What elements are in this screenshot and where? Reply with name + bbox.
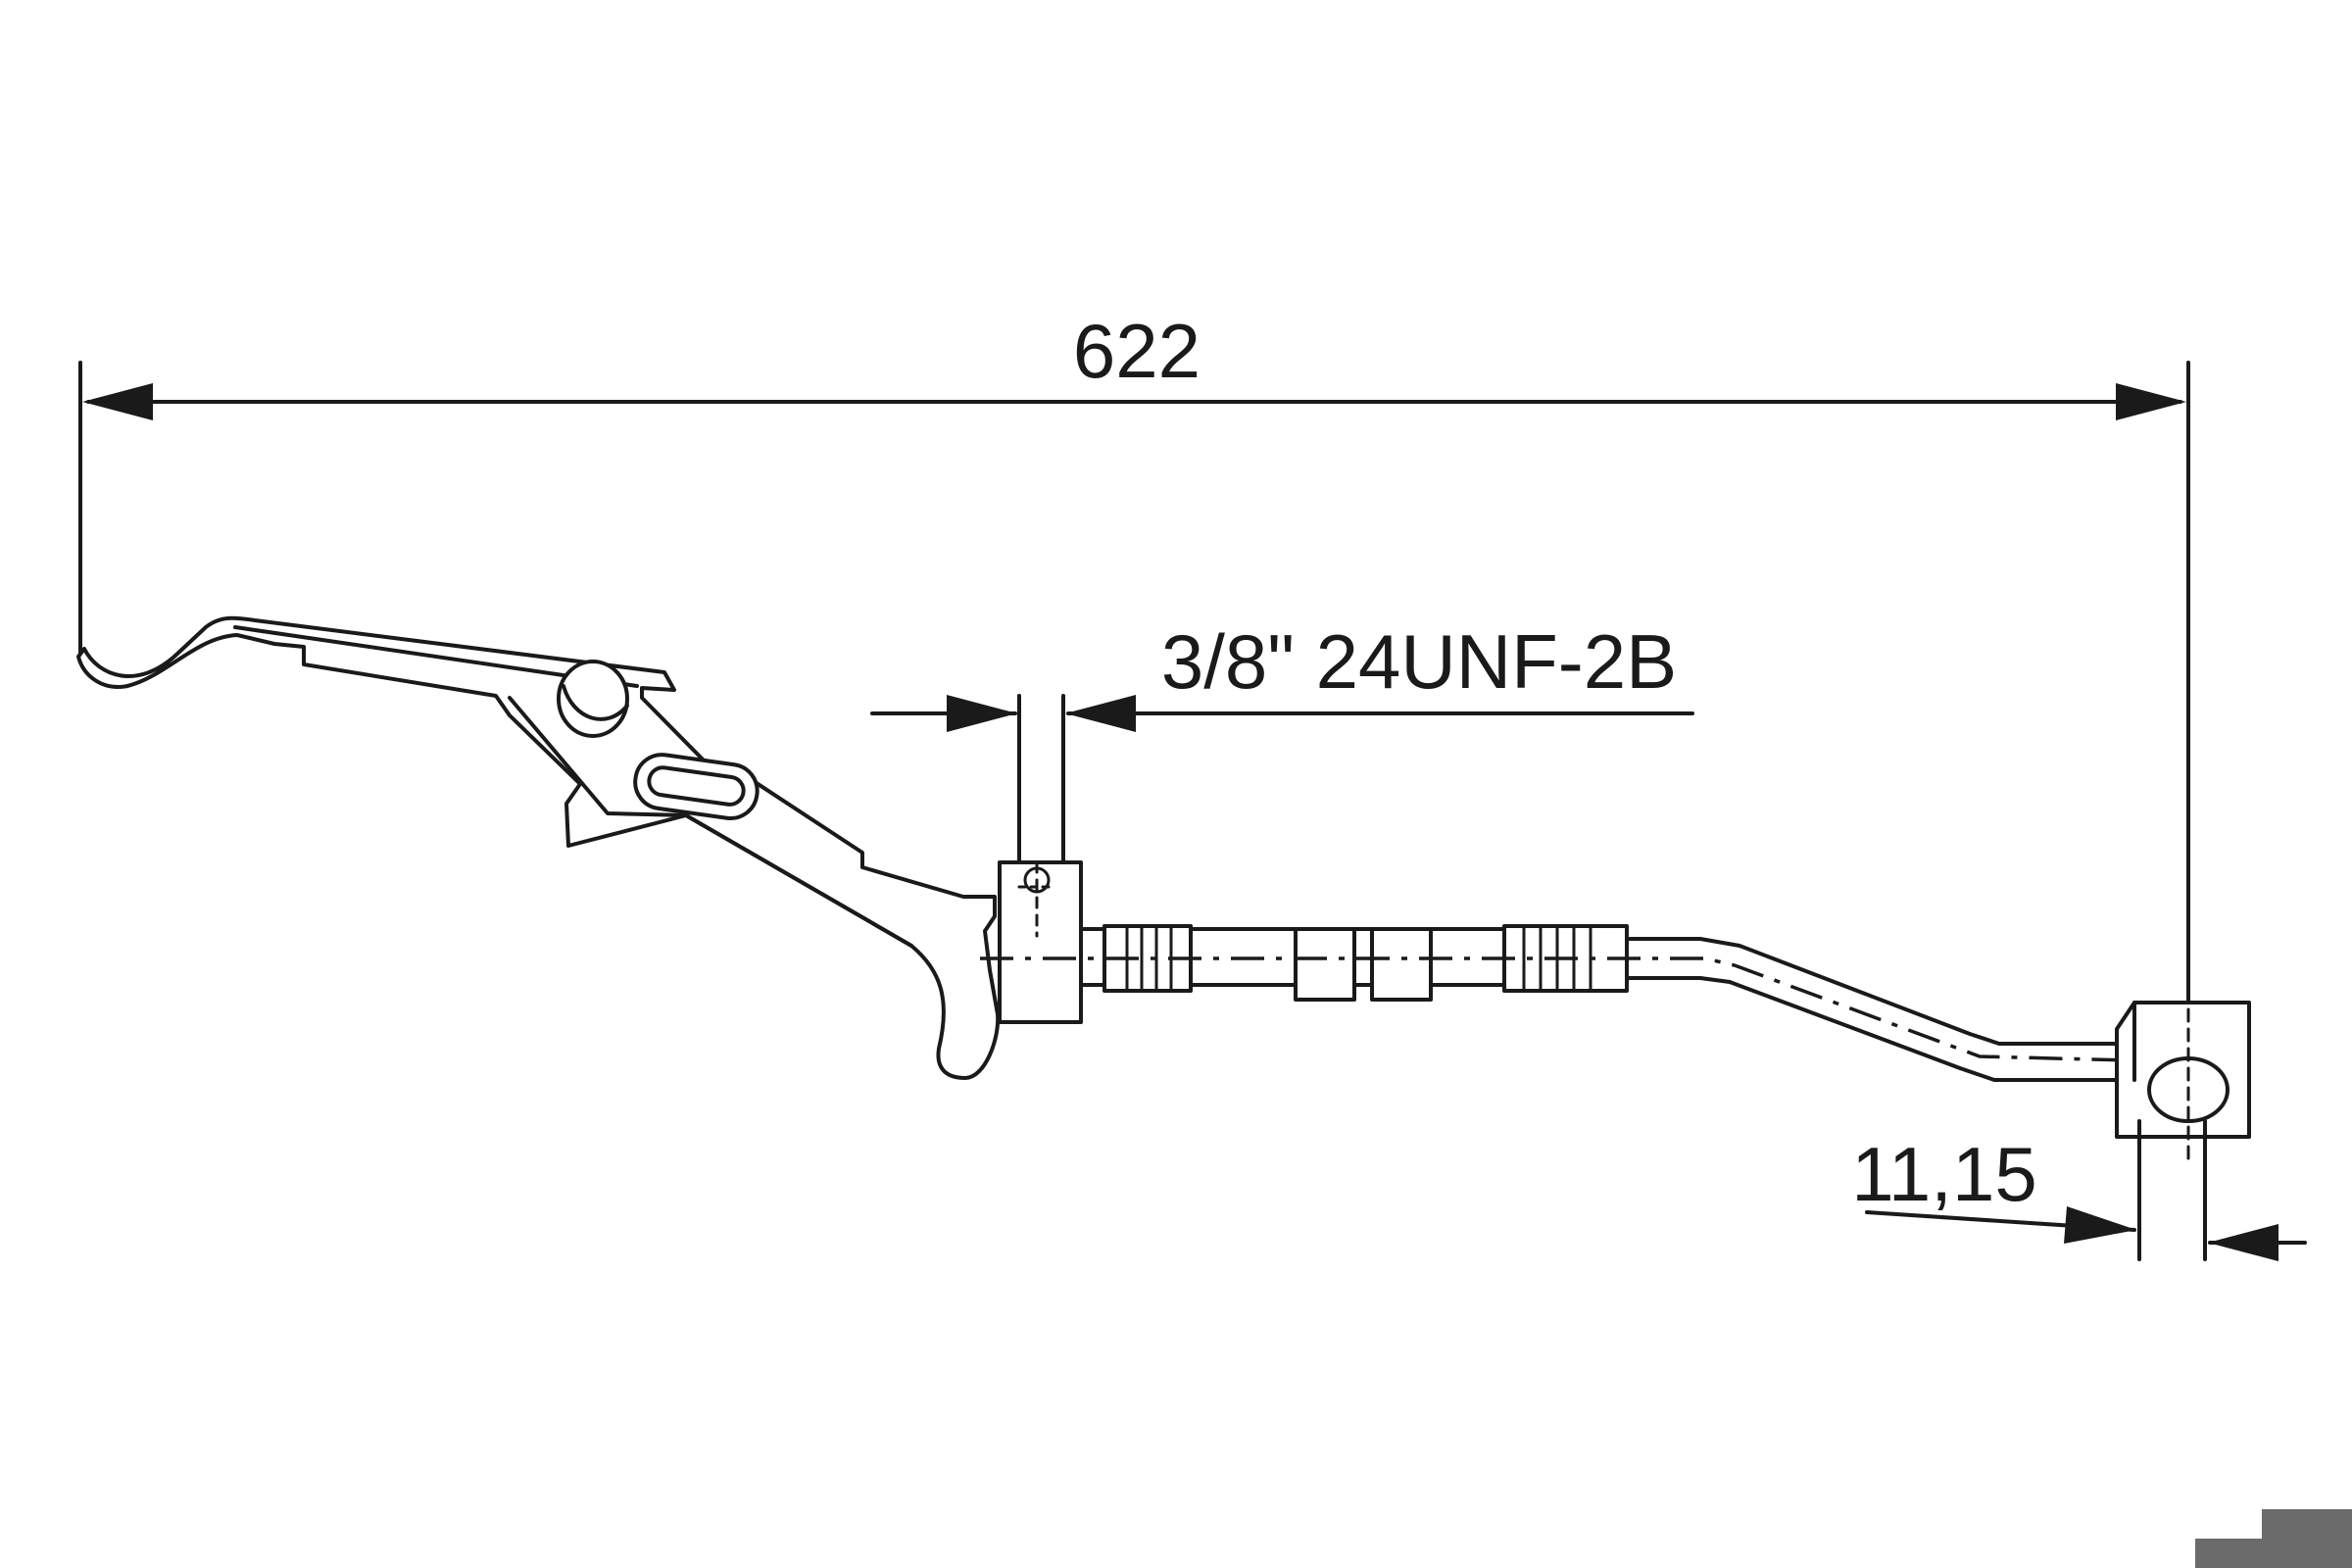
fitting-block [998, 860, 1083, 1024]
male-end-fitting [2115, 988, 2251, 1261]
width-arrow-left [2064, 1206, 2136, 1244]
thread-spec-label: 3/8" 24UNF-2B [1161, 618, 1677, 705]
bracket-fold-line [508, 696, 688, 817]
thread-arrow-left [947, 695, 1017, 732]
hose-centerline [980, 956, 2245, 1065]
bolt-boss-shadow [562, 684, 629, 721]
bracket-lower-edge [684, 813, 913, 948]
corner-mark [2195, 1509, 2352, 1568]
right-arrowhead [2116, 383, 2186, 420]
bracket-outline [76, 615, 1001, 1080]
thread-arrow-right [1065, 695, 1136, 732]
female-thread-fitting [998, 860, 1083, 1024]
hose-clip-left [1294, 927, 1356, 1002]
mounting-bracket [76, 615, 1001, 1080]
thread-dimension: 3/8" 24UNF-2B [870, 618, 1694, 864]
hose-assembly [980, 924, 2245, 1082]
fitting-width-label: 11,15 [1851, 1131, 2036, 1217]
overall-length-dimension: 622 [78, 308, 2190, 1026]
bracket-slot-inner [647, 765, 746, 807]
overall-length-label: 622 [1073, 308, 1200, 394]
hose-clip-right [1370, 927, 1433, 1002]
fitting-width-dimension: 11,15 [1851, 1131, 2307, 1261]
left-arrowhead [82, 383, 153, 420]
width-arrow-right [2208, 1224, 2278, 1261]
